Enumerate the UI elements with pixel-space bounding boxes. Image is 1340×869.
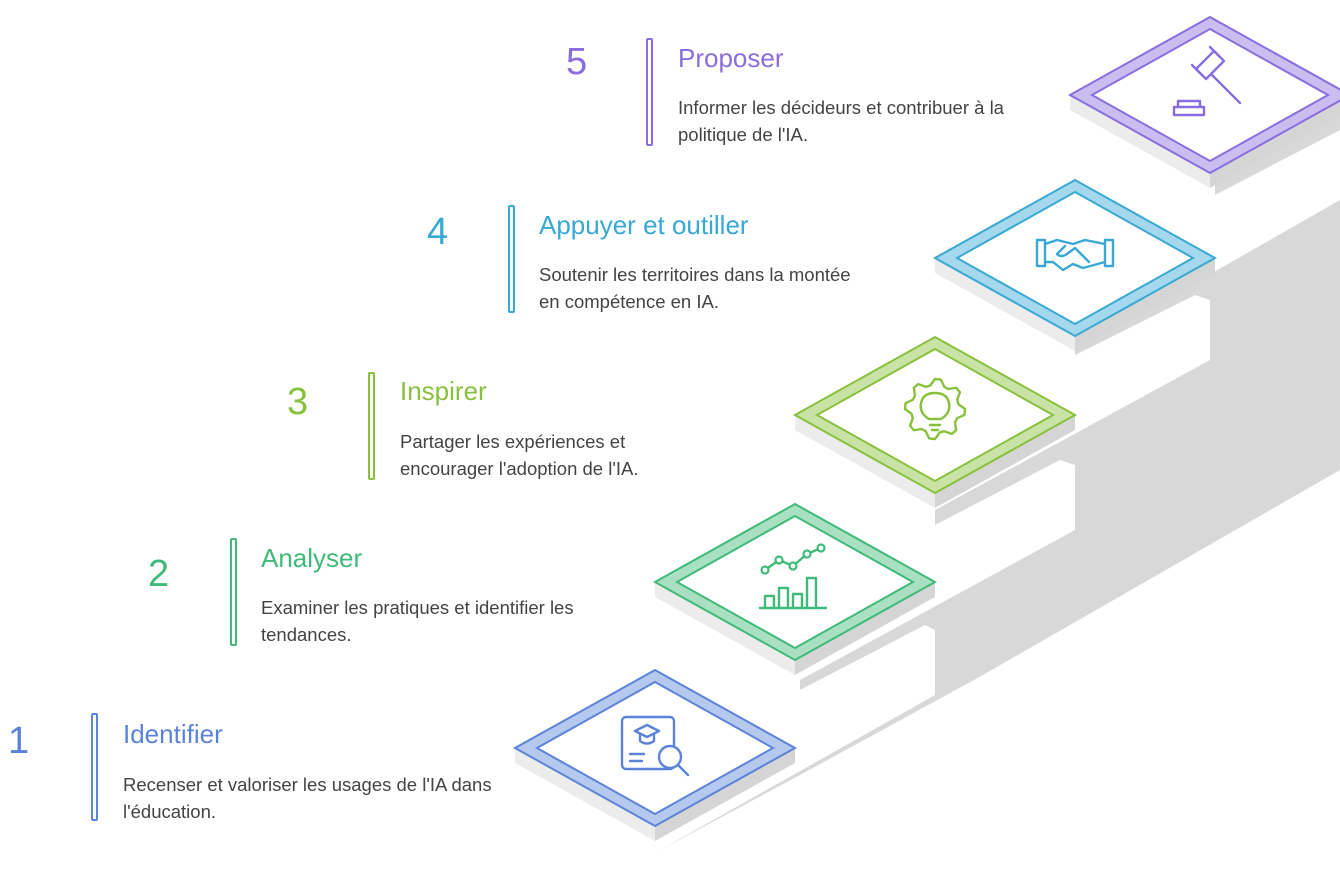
stair-structure [640,100,1340,869]
handshake-icon [1035,238,1115,272]
step-number: 2 [148,553,170,595]
step-4-platform [932,178,1218,351]
step-5-riser-right [1210,100,1340,188]
step-title: Proposer [678,43,784,73]
step-number: 5 [566,41,588,83]
step-4-riser-left [935,258,1075,351]
step-5-platform [1067,15,1340,188]
step-2-riser-left [655,582,795,675]
step-2-riser-right [795,582,935,675]
step-4-riser-right [1075,258,1215,351]
education-search-icon [620,715,690,777]
step-title: Analyser [261,543,363,573]
step-5-inner-face [1089,27,1331,163]
gear-bulb-icon [903,377,967,441]
step-3-platform [792,335,1078,508]
step-number: 1 [8,720,30,762]
step-3-riser-left [795,415,935,508]
step-divider-bar [646,38,653,146]
step-3-inner-face [814,347,1056,483]
step-title: Inspirer [400,376,487,406]
gavel-icon [1172,45,1242,117]
step-title: Identifier [123,719,223,749]
step-divider-bar [368,372,375,480]
step-divider-bar [91,713,98,821]
stair-side-shadow [640,480,1340,869]
step-1-riser-right [655,748,795,841]
step-divider-bar [508,205,515,313]
step-4-inner-face [954,190,1196,326]
step-number: 3 [287,381,309,423]
step-1-platform [512,668,798,841]
step-1-riser-left [515,748,655,841]
step-description: Recenser et valoriser les usages de l'IA… [123,774,492,822]
step-2-inner-face [674,514,916,650]
step-1-inner-face [534,680,776,816]
step-2-platform [652,502,938,675]
step-5-riser-left [1070,95,1210,188]
step-description: Examiner les pratiques et identifier les… [261,597,574,645]
step-description: Soutenir les territoires dans la montée … [539,264,851,312]
step-title: Appuyer et outiller [539,210,749,240]
chart-trend-icon [758,543,828,610]
step-divider-bar [230,538,237,646]
step-3-riser-right [935,415,1075,508]
step-description: Partager les expériences et encourager l… [400,431,639,479]
step-description: Informer les décideurs et contribuer à l… [678,97,1004,145]
stair-side-wall [655,100,1340,860]
step-number: 4 [427,211,449,253]
